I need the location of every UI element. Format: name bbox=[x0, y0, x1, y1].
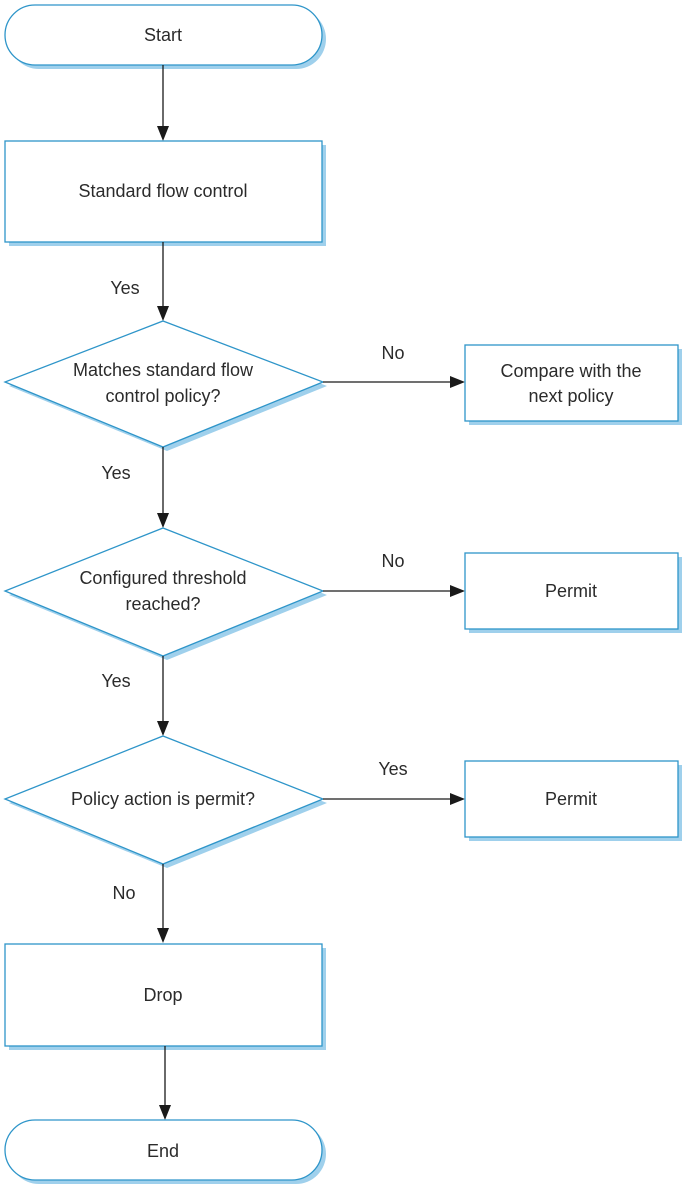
edge-matches-to-compare: No bbox=[323, 343, 465, 388]
edge-label-yes: Yes bbox=[101, 671, 130, 691]
standard-flow-control-label: Standard flow control bbox=[78, 181, 247, 201]
edge-action-to-drop: No bbox=[112, 864, 169, 943]
edge-flow-to-matches: Yes bbox=[110, 242, 169, 321]
start-node[interactable]: Start bbox=[4, 4, 326, 69]
compare-next-policy-node[interactable]: Compare with the next policy bbox=[464, 344, 682, 425]
matches-policy-label-line2: control policy? bbox=[105, 386, 220, 406]
start-label: Start bbox=[144, 25, 182, 45]
permit-label-1: Permit bbox=[545, 581, 597, 601]
drop-node[interactable]: Drop bbox=[4, 943, 326, 1050]
edge-start-to-flow bbox=[157, 65, 169, 141]
edge-label-no: No bbox=[381, 551, 404, 571]
policy-action-label: Policy action is permit? bbox=[71, 789, 255, 809]
matches-policy-decision[interactable]: Matches standard flow control policy? bbox=[3, 320, 327, 451]
compare-next-label-line2: next policy bbox=[528, 386, 613, 406]
edge-label-no: No bbox=[112, 883, 135, 903]
edge-threshold-to-permit: No bbox=[323, 551, 465, 597]
edge-label-yes: Yes bbox=[101, 463, 130, 483]
drop-label: Drop bbox=[143, 985, 182, 1005]
matches-policy-label-line1: Matches standard flow bbox=[73, 360, 254, 380]
compare-next-label-line1: Compare with the bbox=[500, 361, 641, 381]
edge-drop-to-end bbox=[159, 1046, 171, 1120]
threshold-label-line1: Configured threshold bbox=[79, 568, 246, 588]
permit-node-1[interactable]: Permit bbox=[464, 552, 682, 633]
end-label: End bbox=[147, 1141, 179, 1161]
permit-node-2[interactable]: Permit bbox=[464, 760, 682, 841]
edge-label-yes: Yes bbox=[110, 278, 139, 298]
edge-action-to-permit: Yes bbox=[323, 759, 465, 805]
end-node[interactable]: End bbox=[4, 1119, 326, 1184]
edge-matches-to-threshold: Yes bbox=[101, 447, 169, 528]
threshold-label-line2: reached? bbox=[125, 594, 200, 614]
threshold-reached-decision[interactable]: Configured threshold reached? bbox=[3, 527, 327, 660]
standard-flow-control-node[interactable]: Standard flow control bbox=[4, 140, 326, 246]
edge-label-yes: Yes bbox=[378, 759, 407, 779]
policy-action-decision[interactable]: Policy action is permit? bbox=[3, 735, 327, 868]
permit-label-2: Permit bbox=[545, 789, 597, 809]
edge-threshold-to-action: Yes bbox=[101, 656, 169, 736]
edge-label-no: No bbox=[381, 343, 404, 363]
